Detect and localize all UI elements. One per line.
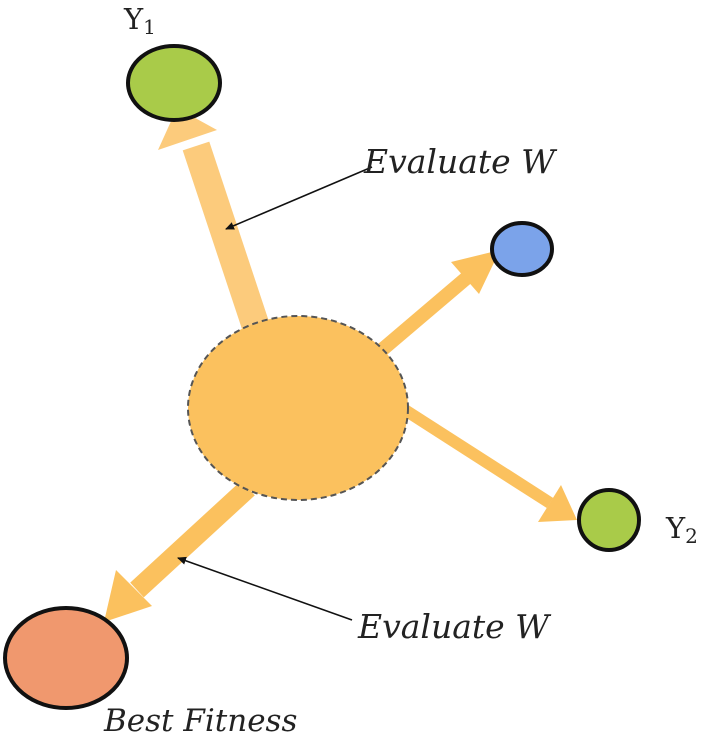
annotation-bottom-pointer xyxy=(177,556,353,621)
annotation-top-pointer xyxy=(225,166,373,230)
arrow-to-best-shaft xyxy=(130,480,255,598)
y1-node xyxy=(126,44,222,122)
center-solution-circle xyxy=(187,315,409,501)
arrow-to-blue-head xyxy=(451,250,500,294)
y1-label: Y1 xyxy=(123,2,156,39)
blue-node xyxy=(490,221,554,277)
annotation-bottom: Evaluate W xyxy=(357,607,552,646)
arrow-to-y2-head xyxy=(538,485,577,522)
y2-node xyxy=(577,488,641,552)
arrow-to-y2-shaft xyxy=(401,404,554,509)
y2-label: Y2 xyxy=(665,511,698,548)
arrow-to-blue xyxy=(365,250,500,366)
arrow-to-blue-shaft xyxy=(365,269,475,366)
best-fitness-label: Best Fitness xyxy=(103,703,297,737)
arrow-to-y2 xyxy=(401,404,577,522)
arrow-to-y1-shaft xyxy=(182,141,276,350)
best-fitness-node xyxy=(3,606,129,710)
annotation-top: Evaluate W xyxy=(363,142,558,181)
arrow-to-best-head xyxy=(104,570,152,622)
arrow-to-best xyxy=(104,480,255,622)
arrow-to-y1 xyxy=(158,108,276,350)
